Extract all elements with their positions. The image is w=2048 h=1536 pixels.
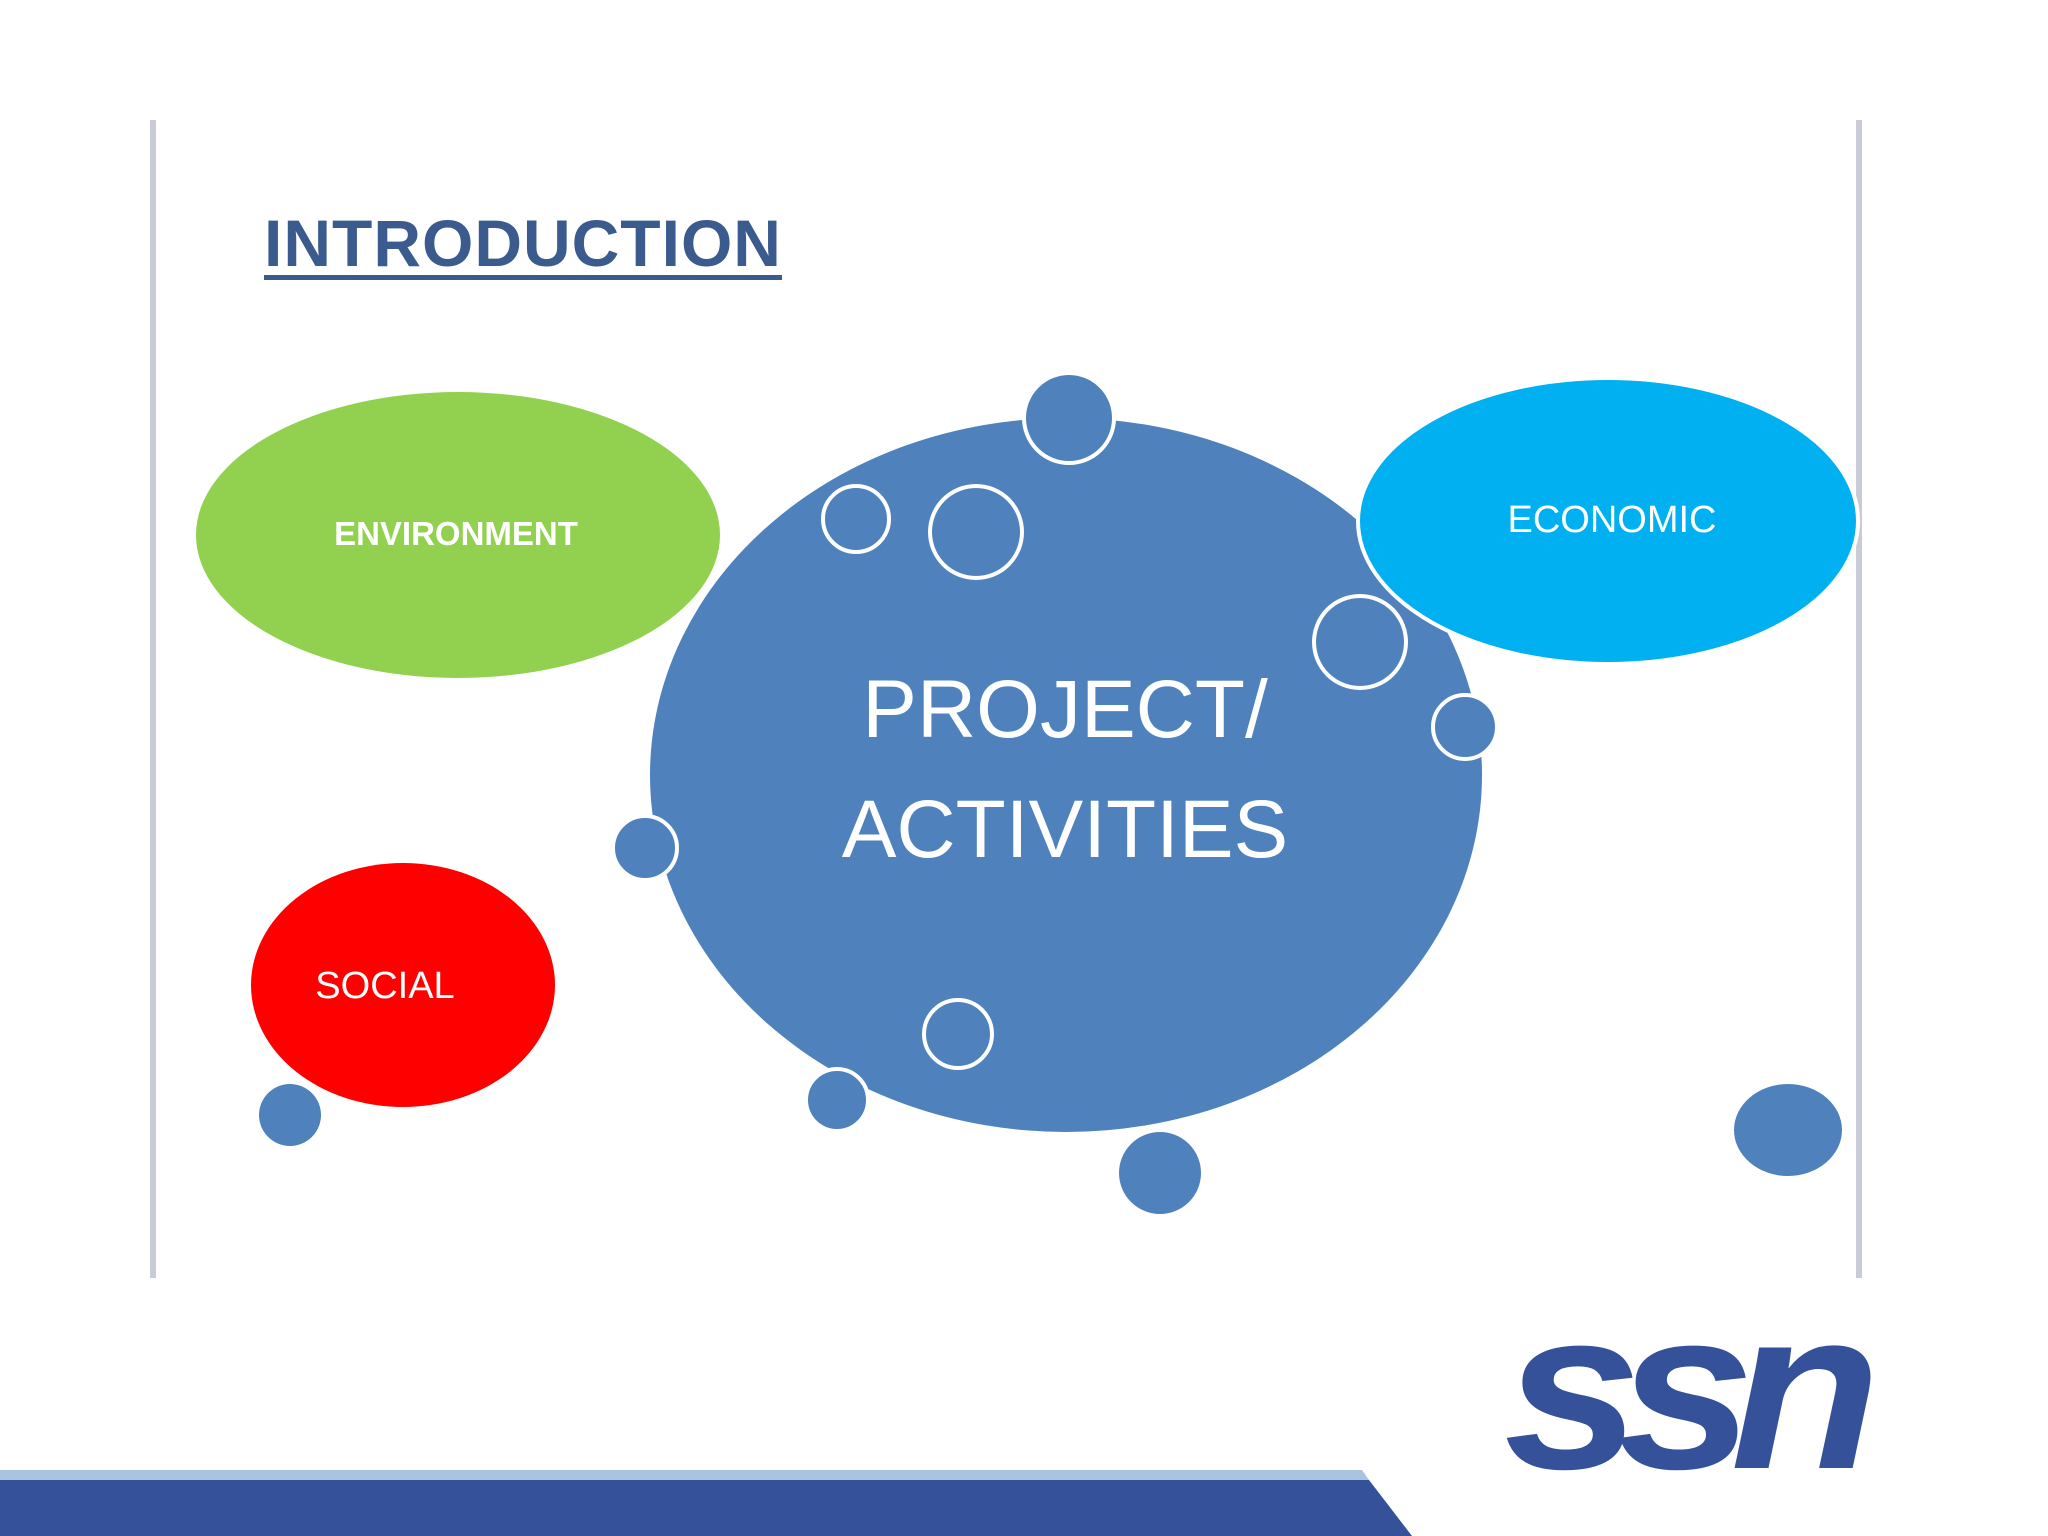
ring-1 — [821, 484, 891, 554]
bubble-bottom — [1115, 1128, 1205, 1218]
right-frame-line — [1856, 120, 1862, 1278]
economic-label: ECONOMIC — [1508, 499, 1717, 541]
social-label: SOCIAL — [315, 965, 454, 1007]
bubble-top — [1022, 371, 1116, 465]
footer-main-stripe — [0, 1480, 1412, 1536]
ssn-logo: ssn — [1504, 1276, 1944, 1504]
center-label-line2: ACTIVITIES — [842, 784, 1289, 875]
center-circle — [650, 418, 1482, 1132]
ring-3 — [1312, 594, 1408, 690]
economic-node — [1356, 376, 1860, 666]
ring-2 — [928, 484, 1024, 580]
bubble-left — [611, 814, 679, 882]
environment-node — [196, 392, 720, 678]
slide-title: INTRODUCTION — [264, 206, 782, 280]
left-frame-line — [150, 120, 156, 1278]
bubble-far-right — [1734, 1084, 1842, 1176]
social-node — [251, 863, 555, 1107]
ring-4 — [922, 998, 994, 1070]
bubble-bottom-left — [804, 1067, 870, 1133]
footer-band — [0, 1470, 1412, 1536]
footer-accent-stripe — [0, 1470, 1369, 1480]
environment-label: ENVIRONMENT — [334, 515, 578, 552]
center-label-line1: PROJECT/ — [862, 664, 1268, 755]
bubble-far-left — [259, 1084, 321, 1146]
ssn-logo-text: ssn — [1504, 1263, 1881, 1517]
bubble-right — [1431, 693, 1499, 761]
